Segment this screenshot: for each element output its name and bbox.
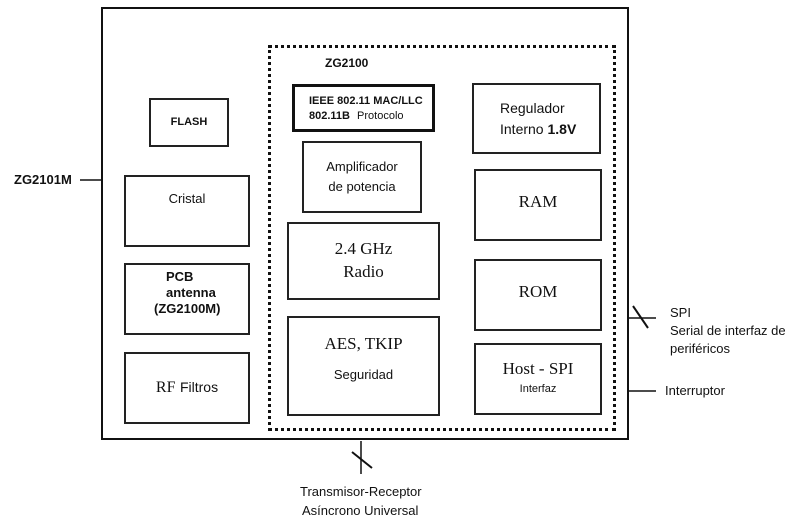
regulator-block: Regulador Interno 1.8V [472,83,601,154]
mac-llc-block: IEEE 802.11 MAC/LLC 802.11B Protocolo [292,84,435,132]
aes-line2: Seguridad [333,367,394,382]
ram-label: RAM [518,192,558,211]
aes-line1: AES, TKIP [324,334,403,353]
ram-block: RAM [474,169,602,241]
power-amplifier-block: Amplificador de potencia [302,141,422,213]
mac-line1: IEEE 802.11 MAC/LLC [309,95,423,107]
spi-desc-line1: Serial de interfaz de [670,323,786,338]
rf-filters-block: RF Filtros [124,352,250,424]
mac-line2-a: 802.11B [309,110,350,122]
rom-block: ROM [474,259,602,331]
zg2100-label: ZG2100 [325,56,369,70]
pcb-line2: antenna [166,285,216,300]
spi-label: SPI [670,305,691,320]
mac-line2-b: Protocolo [357,110,404,122]
rom-label: ROM [518,282,558,301]
radio-line1: 2.4 GHz [334,239,393,258]
rf-label-b: Filtros [179,379,219,395]
pcb-line3: (ZG2100M) [154,301,221,316]
uart-bus-slash [351,451,373,469]
spi-bus-slash [632,305,649,329]
flash-label: FLASH [170,116,208,128]
host-line1: Host - SPI [502,359,574,378]
radio-block: 2.4 GHz Radio [287,222,440,300]
regulator-line2-b: 1.8V [547,121,577,137]
crystal-label: Cristal [168,191,206,206]
crystal-block: Cristal [124,175,250,247]
host-line2: Interfaz [519,383,557,395]
uart-label-line2: Asíncrono Universal [302,503,419,518]
uart-label-line1: Transmisor-Receptor [300,484,422,499]
zg2101m-label: ZG2101M [14,172,72,187]
amp-line2: de potencia [328,179,396,194]
interrupt-label: Interruptor [665,383,725,398]
security-block: AES, TKIP Seguridad [287,316,440,416]
flash-block: FLASH [149,98,229,147]
regulator-line1: Regulador [500,100,565,116]
host-spi-block: Host - SPI Interfaz [474,343,602,415]
spi-desc-line2: periféricos [670,341,730,356]
radio-line2: Radio [343,262,384,281]
regulator-line2-a: Interno [500,121,544,137]
amp-line1: Amplificador [326,159,398,174]
pcb-line1: PCB [166,269,194,284]
pcb-antenna-block: PCB antenna (ZG2100M) [124,263,250,335]
zg2100-chip-box [268,45,616,431]
rf-label-a: RF [155,379,176,396]
